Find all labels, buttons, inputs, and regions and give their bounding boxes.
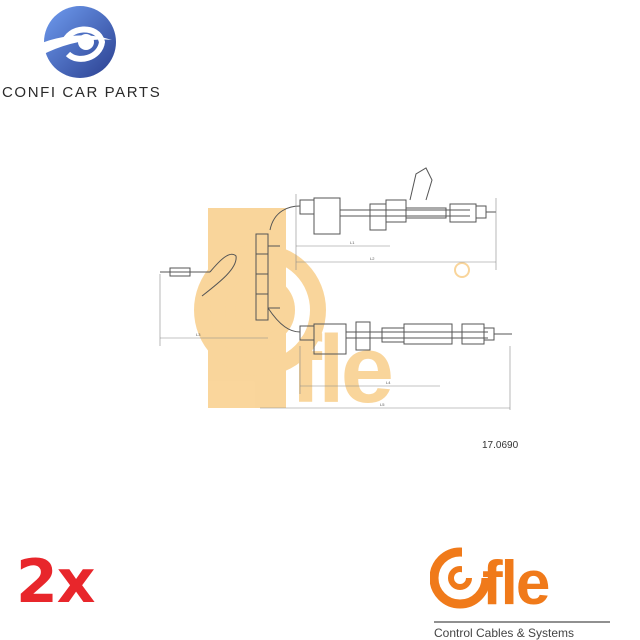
lower-dimensions — [159, 274, 511, 410]
dim-label-l4: L4 — [386, 380, 391, 385]
lower-cable — [267, 307, 512, 355]
dim-label-l5: L5 — [380, 402, 385, 407]
part-number: 17.0690 — [482, 440, 519, 451]
cofle-tagline: Control Cables & Systems — [434, 626, 574, 640]
upper-cable — [269, 167, 496, 235]
upper-dimensions — [295, 194, 497, 270]
cofle-watermark: fle — [194, 208, 470, 410]
svg-text:fle: fle — [290, 316, 392, 410]
svg-text:fle: fle — [482, 549, 549, 618]
cable-diagram: fle L1 L2 — [159, 167, 512, 410]
dim-label-l2: L2 — [370, 256, 375, 261]
lever-mechanism — [160, 233, 280, 321]
dim-label-l3: L3 — [196, 332, 201, 337]
quantity-label: 2x — [16, 547, 95, 617]
cofle-logo: fle Control Cables & Systems — [430, 542, 610, 640]
dim-label-l1: L1 — [350, 240, 355, 245]
swirl-logo-icon — [30, 6, 116, 78]
brand-name: CONFI CAR PARTS — [2, 84, 162, 101]
